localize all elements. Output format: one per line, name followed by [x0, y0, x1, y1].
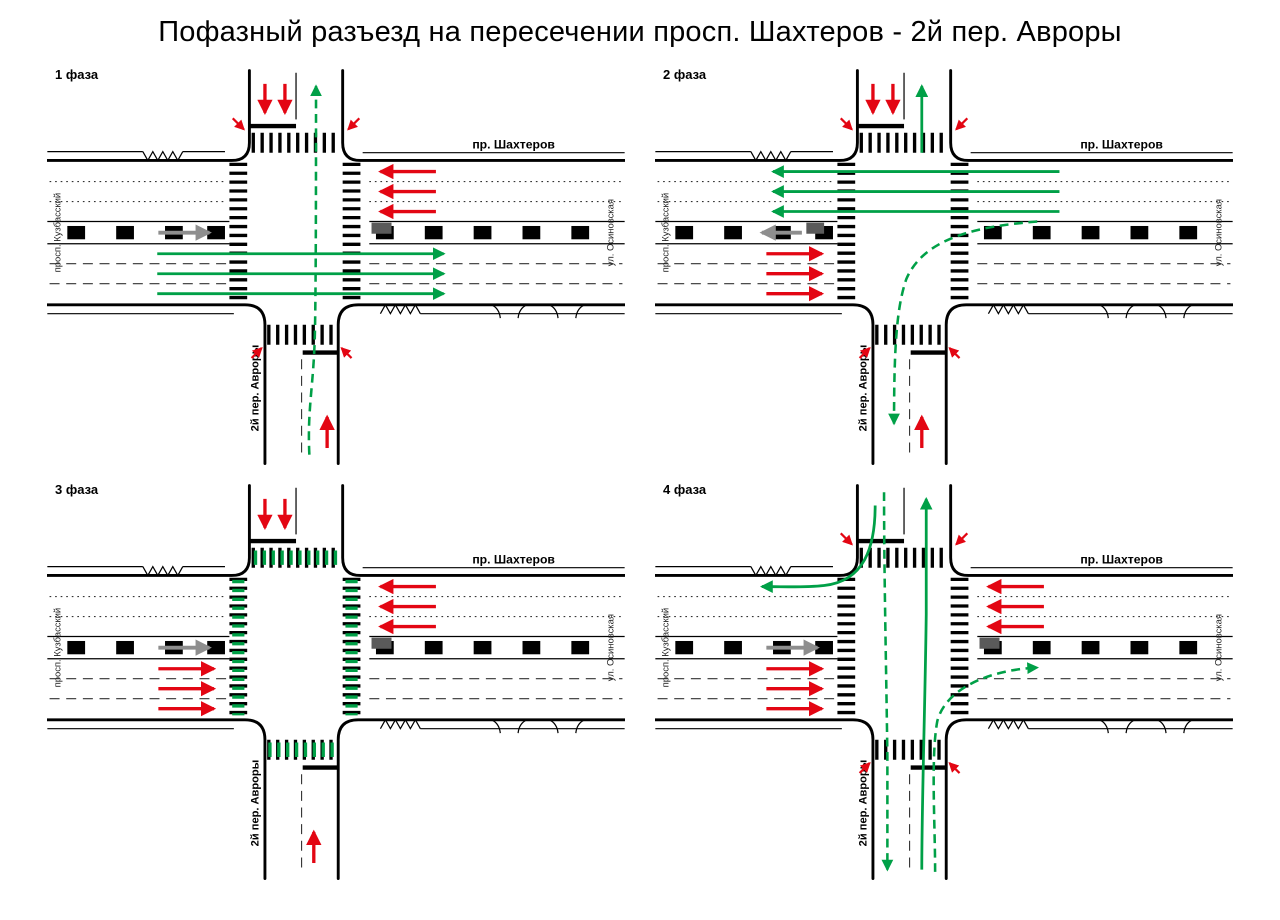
phase-2-diagram — [655, 55, 1233, 468]
phase-1-green-arrows — [157, 84, 446, 455]
phase-panel-4: 4 фаза — [655, 470, 1233, 883]
phase-panel-2: 2 фаза — [655, 55, 1233, 468]
phase-4-green-arrows — [760, 492, 1040, 872]
phase-3-label: 3 фаза — [55, 482, 99, 497]
phase-4-diagram — [655, 470, 1233, 883]
phase-1-label: 1 фаза — [55, 67, 99, 82]
phase-2-red-arrows — [766, 83, 969, 449]
phase-2-green-arrows — [771, 84, 1060, 426]
phase-3-red-arrows — [158, 498, 436, 864]
page-title: Пофазный разъезд на пересечении просп. Ш… — [158, 16, 1122, 48]
phase-grid: 1 фаза — [0, 55, 1280, 883]
phase-1-tram-arrow — [158, 222, 392, 241]
phase-2-label: 2 фаза — [663, 67, 707, 82]
phase-panel-3: 3 фаза — [47, 470, 625, 883]
phase-3-green-crosswalks — [232, 550, 358, 757]
phase-2-tram-arrow — [759, 222, 825, 241]
phase-3-tram-arrow — [158, 637, 392, 656]
phase-4-label: 4 фаза — [663, 482, 707, 497]
phase-3-diagram — [47, 470, 625, 883]
phase-4-tram-arrow — [766, 637, 1000, 656]
phase-1-diagram — [47, 55, 625, 468]
phase-panel-1: 1 фаза — [47, 55, 625, 468]
phase-1-red-arrows — [231, 83, 436, 449]
phase-4-red-arrows — [766, 532, 1044, 774]
